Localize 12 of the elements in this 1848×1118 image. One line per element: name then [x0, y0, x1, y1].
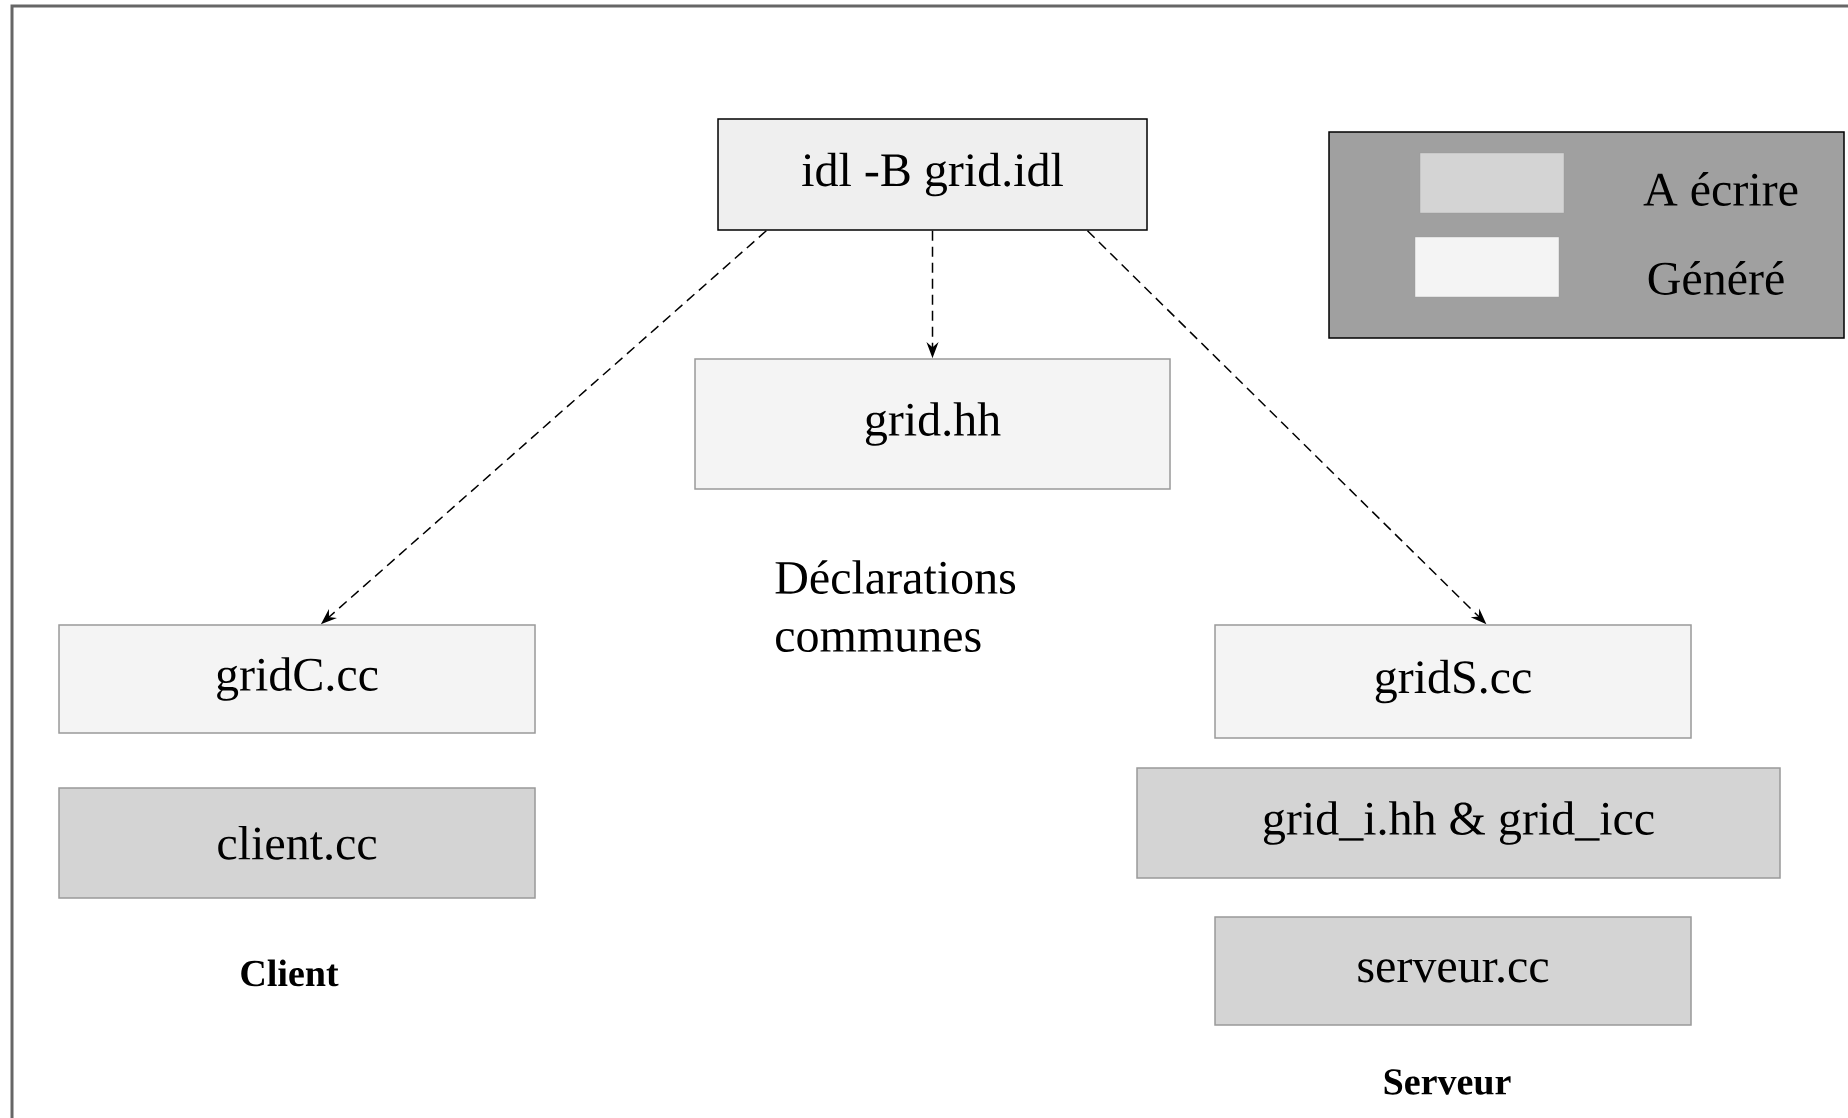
file-box: gridS.cc [1214, 624, 1692, 739]
group-label: Client [241, 959, 339, 987]
file-box: client.cc [58, 787, 536, 899]
legend-label: A écrire [1643, 172, 1798, 206]
file-box: serveur.cc [1214, 916, 1692, 1026]
file-box: gridC.cc [58, 624, 536, 734]
legend-label: Généré [1648, 261, 1784, 295]
group-label: Serveur [1384, 1069, 1511, 1095]
command-box: idl -B grid.idl [717, 118, 1148, 231]
description-text: Déclarations communes [775, 560, 1016, 653]
file-box: grid_i.hh & grid_icc [1136, 767, 1781, 879]
file-box: grid.hh [694, 358, 1171, 490]
